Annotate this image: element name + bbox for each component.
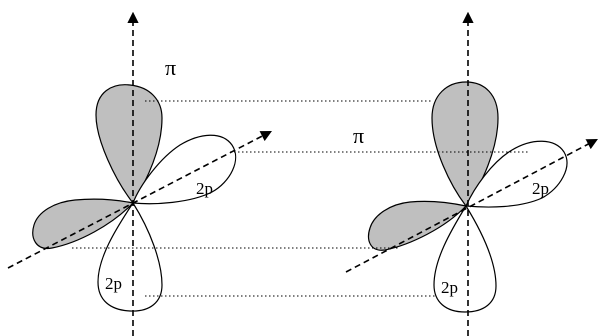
pi-label-right: π	[353, 123, 364, 148]
orbital-label-left-upper: 2p	[196, 179, 213, 198]
orbital-label-left-lower: 2p	[105, 274, 122, 293]
orbital-label-right-upper: 2p	[532, 179, 549, 198]
left-atom: π 2p 2p	[8, 14, 270, 336]
orbital-label-right-lower: 2p	[441, 278, 458, 297]
pi-label-left: π	[165, 55, 176, 80]
right-atom: π 2p 2p	[346, 14, 596, 336]
